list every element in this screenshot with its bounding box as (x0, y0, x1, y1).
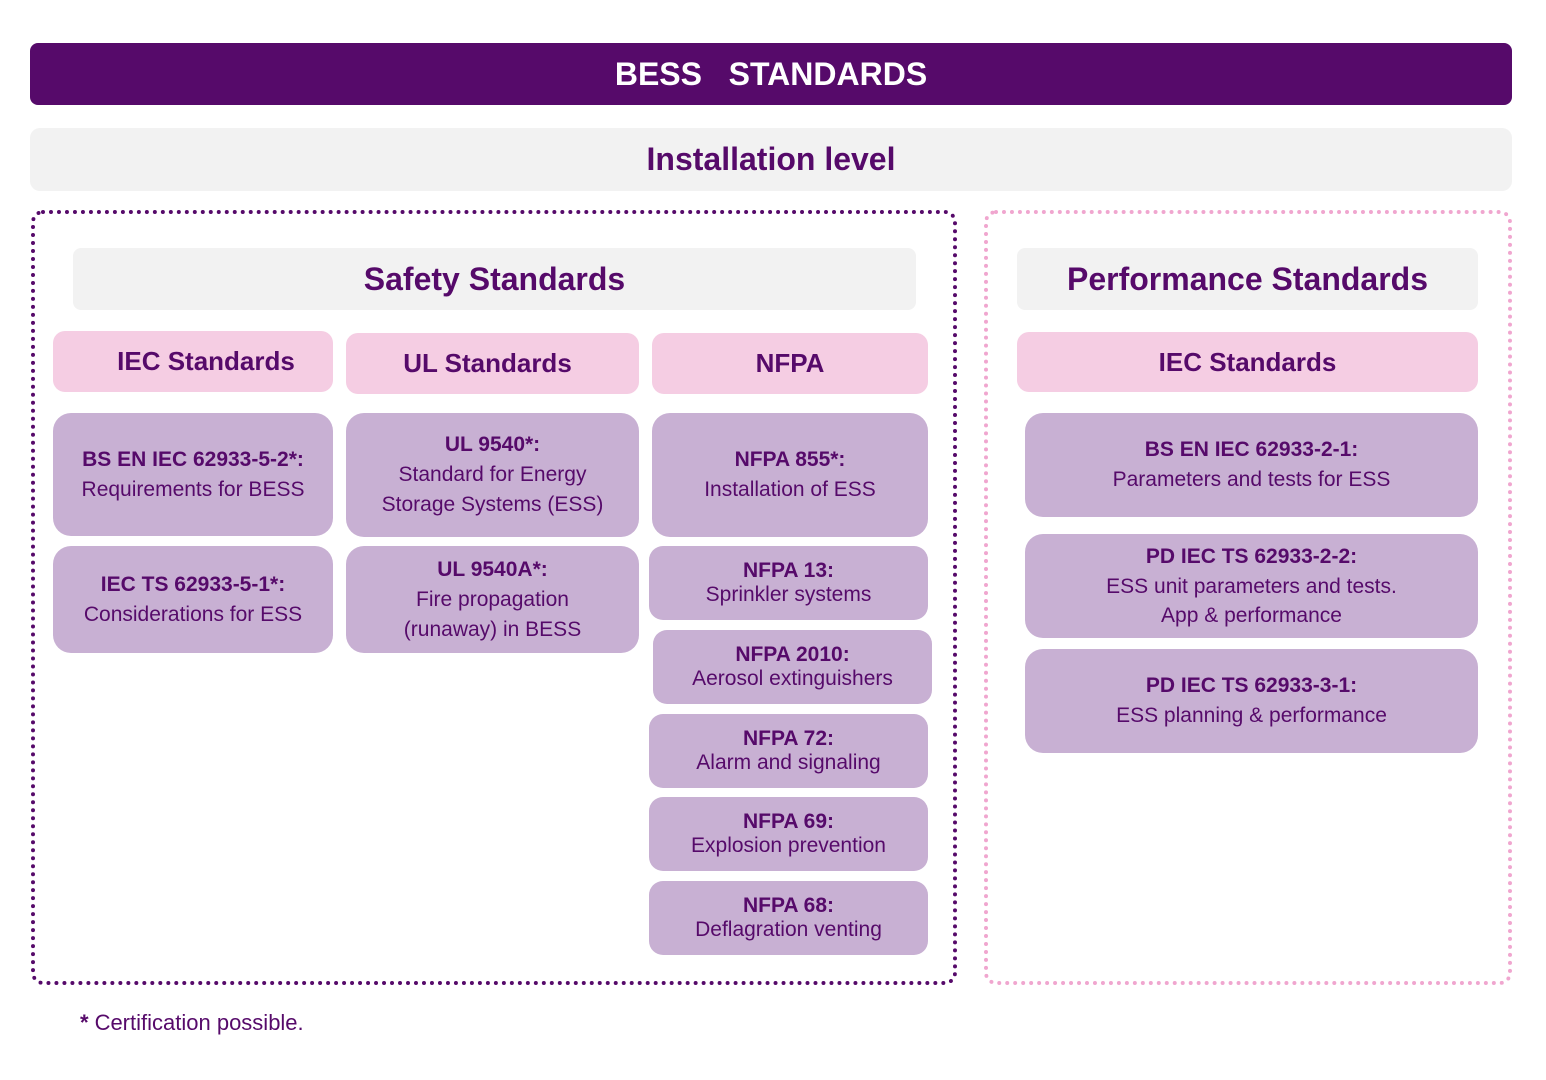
category-nfpa: NFPA (652, 333, 928, 394)
standard-card: PD IEC TS 62933-3-1: ESS planning & perf… (1025, 649, 1478, 753)
standard-card: NFPA 855*: Installation of ESS (652, 413, 928, 537)
standard-card: UL 9540*: Standard for Energy Storage Sy… (346, 413, 639, 537)
standard-description: Aerosol extinguishers (692, 667, 893, 690)
standard-card: BS EN IEC 62933-2-1: Parameters and test… (1025, 413, 1478, 517)
standard-card: NFPA 69: Explosion prevention (649, 797, 928, 871)
footnote-mark: * (80, 1010, 89, 1035)
safety-standards-group (31, 210, 957, 985)
standard-description: Alarm and signaling (696, 751, 881, 774)
standard-card: PD IEC TS 62933-2-2: ESS unit parameters… (1025, 534, 1478, 638)
standard-code: UL 9540*: (444, 433, 541, 456)
standard-code: UL 9540A*: (437, 557, 548, 581)
standard-description: Considerations for ESS (83, 602, 303, 626)
standard-code: NFPA 2010: (735, 643, 850, 666)
standard-card: NFPA 13: Sprinkler systems (649, 546, 928, 620)
standard-card: NFPA 68: Deflagration venting (649, 881, 928, 955)
standard-description: Fire propagation (runaway) in BESS (403, 587, 582, 641)
standard-description: Installation of ESS (704, 478, 876, 501)
standard-code: NFPA 69: (742, 810, 834, 833)
standard-description: Sprinkler systems (705, 583, 872, 606)
standard-description: Parameters and tests for ESS (1112, 468, 1391, 491)
standard-code: PD IEC TS 62933-2-2: (1145, 545, 1358, 568)
category-iec-standards: IEC Standards (53, 331, 333, 392)
standard-code: NFPA 13: (742, 559, 834, 582)
standard-description: Explosion prevention (691, 834, 886, 857)
standard-description: Deflagration venting (695, 918, 882, 941)
standard-card: BS EN IEC 62933-5-2*: Requirements for B… (53, 413, 333, 536)
standard-description: Standard for Energy Storage Systems (ESS… (381, 463, 604, 516)
footnote: * Certification possible. (80, 1008, 304, 1038)
performance-standards-title: Performance Standards (1017, 248, 1478, 310)
standard-code: NFPA 855*: (734, 448, 846, 471)
standard-code: BS EN IEC 62933-5-2*: (82, 447, 304, 471)
standard-card: UL 9540A*: Fire propagation (runaway) in… (346, 546, 639, 653)
standard-code: NFPA 68: (742, 894, 834, 917)
performance-standards-group (984, 210, 1512, 985)
standard-description: ESS planning & performance (1116, 704, 1387, 727)
standard-code: IEC TS 62933-5-1*: (100, 572, 286, 596)
standard-card: NFPA 72: Alarm and signaling (649, 714, 928, 788)
category-ul-standards: UL Standards (346, 333, 639, 394)
standard-code: NFPA 72: (742, 727, 834, 750)
footnote-text: Certification possible. (94, 1010, 304, 1035)
standard-card: IEC TS 62933-5-1*: Considerations for ES… (53, 546, 333, 653)
standard-description: ESS unit parameters and tests. App & per… (1106, 575, 1397, 627)
standard-code: BS EN IEC 62933-2-1: (1144, 438, 1359, 461)
safety-standards-title: Safety Standards (73, 248, 916, 310)
category-iec-standards: IEC Standards (1017, 332, 1478, 392)
standard-card: NFPA 2010: Aerosol extinguishers (653, 630, 932, 704)
page-title: BESS STANDARDS (30, 43, 1512, 105)
standard-code: PD IEC TS 62933-3-1: (1145, 674, 1358, 697)
standard-description: Requirements for BESS (81, 477, 305, 501)
installation-level-header: Installation level (30, 128, 1512, 191)
